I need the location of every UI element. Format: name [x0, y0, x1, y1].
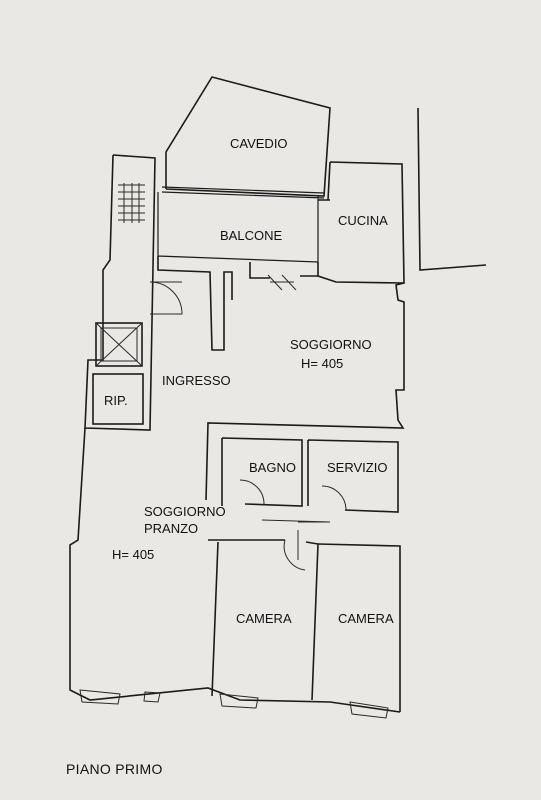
bagno-outline: [221, 437, 303, 507]
camera-left-door: [283, 539, 306, 571]
rip-closet: [92, 373, 144, 425]
label-camera-left: CAMERA: [236, 611, 292, 626]
entrance-door: [149, 281, 183, 315]
label-soggiorno: SOGGIORNO: [290, 337, 372, 352]
balcone-outline: [157, 186, 325, 263]
bagno-door: [239, 479, 265, 505]
outer-left-wall: [69, 427, 401, 713]
label-ingresso: INGRESSO: [162, 373, 231, 388]
elevator-cross: [95, 322, 143, 367]
soggiorno-outline: [205, 282, 405, 501]
label-cucina: CUCINA: [338, 213, 388, 228]
label-balcone: BALCONE: [220, 228, 282, 243]
label-bagno: BAGNO: [249, 460, 296, 475]
balcone-door: [267, 274, 297, 291]
plan-title: PIANO PRIMO: [66, 761, 163, 777]
cavedio-outline: [165, 76, 331, 197]
label-servizio: SERVIZIO: [327, 460, 387, 475]
stair-steps: [118, 183, 145, 223]
window-marks: [79, 689, 389, 719]
label-rip: RIP.: [104, 393, 128, 408]
elevator: [95, 322, 143, 367]
label-cavedio: CAVEDIO: [230, 136, 288, 151]
label-soggiorno-pranzo-line2: PRANZO: [144, 521, 198, 536]
servizio-door: [321, 485, 347, 511]
camera-right-outline: [317, 543, 401, 712]
servizio-outline: [307, 439, 399, 513]
cucina-outline: [317, 161, 405, 284]
stair-tower: [84, 154, 156, 431]
label-soggiorno-pranzo-height: H= 405: [112, 547, 154, 562]
label-camera-right: CAMERA: [338, 611, 394, 626]
ingresso-wall: [157, 256, 318, 351]
label-soggiorno-pranzo-line1: SOGGIORNO: [144, 504, 226, 519]
label-soggiorno-height: H= 405: [301, 356, 343, 371]
facade-boundary: [417, 107, 487, 271]
corridor: [261, 519, 331, 560]
